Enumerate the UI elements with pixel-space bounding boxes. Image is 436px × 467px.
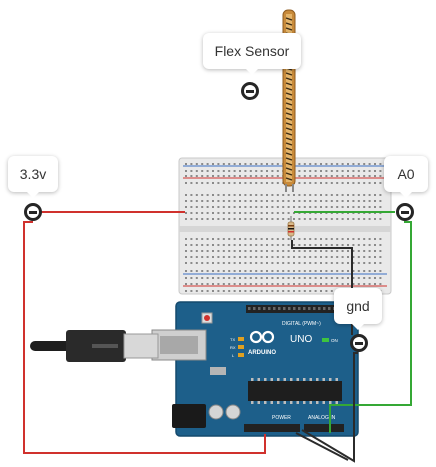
digital-label: DIGITAL (PWM~) — [282, 321, 321, 327]
analog-label: ANALOG IN — [308, 415, 336, 421]
gnd-label-text: gnd — [346, 298, 370, 314]
l-label: L — [232, 353, 235, 358]
arduino-brand-text: ARDUINO — [248, 350, 276, 356]
a0-label[interactable]: A0 — [384, 156, 428, 198]
wire-3v3-red[interactable] — [23, 211, 266, 454]
power-label: POWER — [272, 415, 291, 421]
gnd-minus-pin-icon[interactable] — [350, 334, 368, 352]
a0-label-text: A0 — [397, 166, 415, 182]
flex-sensor-minus-pin-icon[interactable] — [241, 82, 259, 100]
v33-minus-pin-icon[interactable] — [24, 203, 42, 221]
wire-a0-green[interactable] — [294, 211, 412, 433]
a0-minus-pin-icon[interactable] — [396, 203, 414, 221]
arduino-model-text: UNO — [290, 334, 312, 345]
rx-label: RX — [230, 345, 236, 350]
on-label: ON — [331, 338, 338, 343]
usb-cable-icon[interactable] — [30, 330, 159, 362]
arduino-logo-icon — [249, 330, 275, 344]
flex-sensor-label-text: Flex Sensor — [214, 43, 290, 59]
v33-label-text: 3.3v — [19, 166, 47, 182]
resistor[interactable] — [287, 216, 295, 240]
breadboard[interactable] — [178, 157, 392, 295]
v33-label[interactable]: 3.3v — [8, 156, 58, 198]
tx-label: TX — [230, 337, 235, 342]
gnd-label[interactable]: gnd — [334, 288, 382, 330]
flex-sensor-label[interactable]: Flex Sensor — [203, 33, 301, 75]
arduino-board[interactable]: ARDUINO UNO DIGITAL (PWM~) ANALOG IN POW… — [151, 301, 359, 437]
